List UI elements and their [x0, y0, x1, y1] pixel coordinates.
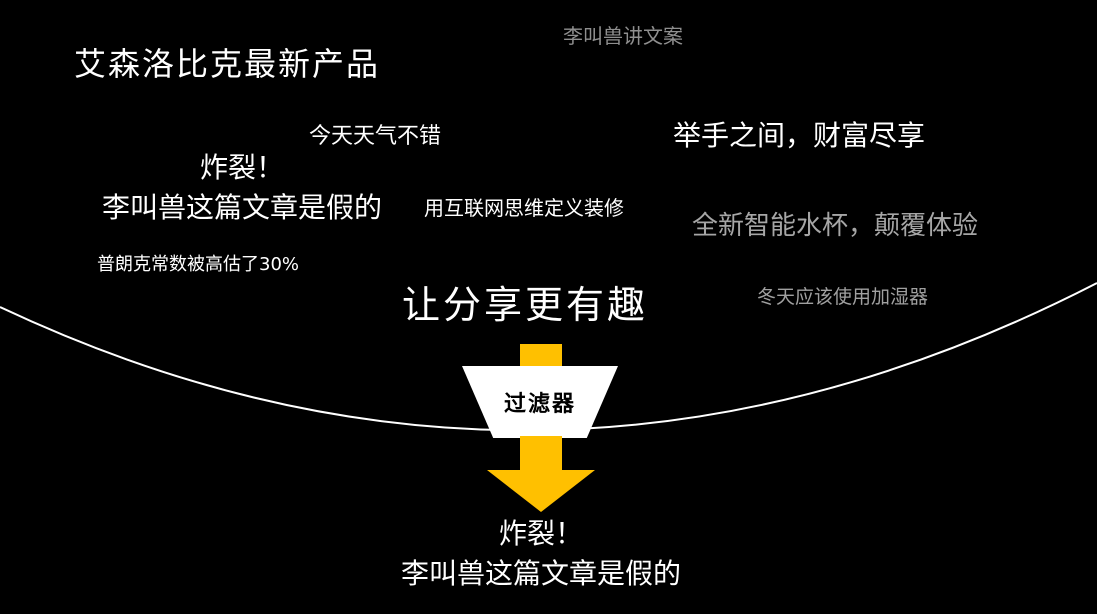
phrase-wealth-slogan: 举手之间，财富尽享	[673, 119, 926, 152]
phrase-internet-decor: 用互联网思维定义装修	[424, 196, 624, 220]
filter-funnel: 过滤器	[462, 366, 618, 438]
phrase-smart-cup: 全新智能水杯，颠覆体验	[692, 211, 979, 241]
phrase-product-name: 艾森洛比克最新产品	[74, 45, 381, 83]
phrase-planck: 普朗克常数被高估了30%	[97, 254, 300, 275]
watermark-text: 李叫兽讲文案	[563, 24, 683, 48]
arrow-stem-bottom	[520, 436, 562, 472]
phrase-sharing: 让分享更有趣	[402, 283, 649, 327]
result-line2: 李叫兽这篇文章是假的	[400, 557, 681, 590]
result-line1: 炸裂！	[498, 517, 583, 550]
filter-label: 过滤器	[503, 392, 576, 417]
phrase-viral-headline: 炸裂！ 李叫兽这篇文章是假的	[72, 148, 412, 228]
result-text: 炸裂！ 李叫兽这篇文章是假的	[341, 514, 741, 594]
phrase-viral-line2: 李叫兽这篇文章是假的	[101, 191, 382, 224]
phrase-weather: 今天天气不错	[309, 124, 442, 149]
phrase-viral-line1: 炸裂！	[199, 151, 284, 184]
down-arrow-icon	[487, 470, 595, 512]
phrase-humidifier: 冬天应该使用加湿器	[757, 286, 929, 308]
